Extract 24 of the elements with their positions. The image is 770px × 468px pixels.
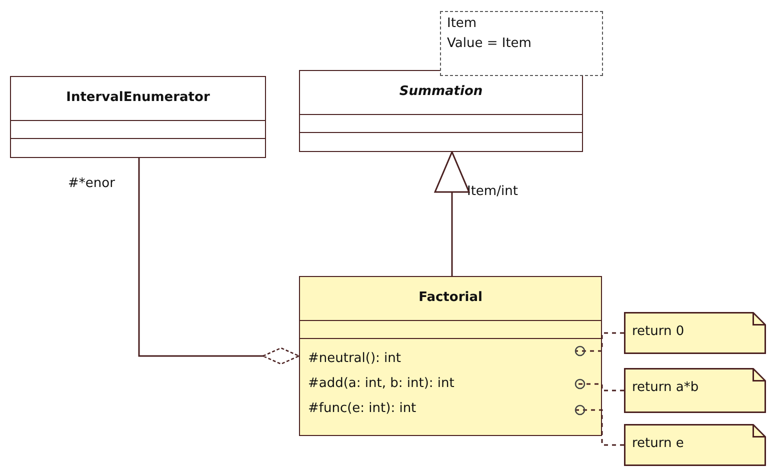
method-signature: #func(e: int): int [308, 400, 416, 418]
generalization-arrow [434, 151, 470, 276]
method-signature: #neutral(): int [308, 350, 401, 368]
template-parameter-box [440, 11, 603, 76]
note-box [624, 424, 766, 466]
class-box [299, 276, 602, 436]
class-box [299, 70, 583, 152]
aggregation-line [138, 158, 300, 365]
template-parameter: Item [447, 15, 477, 33]
note-anchor-line [574, 378, 624, 392]
class-name: Summation [399, 84, 483, 99]
note-anchor-line [574, 404, 624, 446]
note-anchor-line [574, 332, 624, 356]
template-parameter: Value = Item [447, 35, 532, 53]
note-box [624, 312, 766, 354]
note-text: return 0 [632, 324, 684, 339]
method-signature: #add(a: int, b: int): int [308, 375, 454, 393]
class-name: IntervalEnumerator [66, 90, 210, 105]
note-text: return e [632, 436, 684, 451]
note-box [624, 368, 766, 413]
class-box [10, 76, 266, 158]
edge-label: Item/int [466, 184, 519, 199]
note-text: return a*b [632, 380, 699, 395]
class-name: Factorial [418, 290, 482, 305]
